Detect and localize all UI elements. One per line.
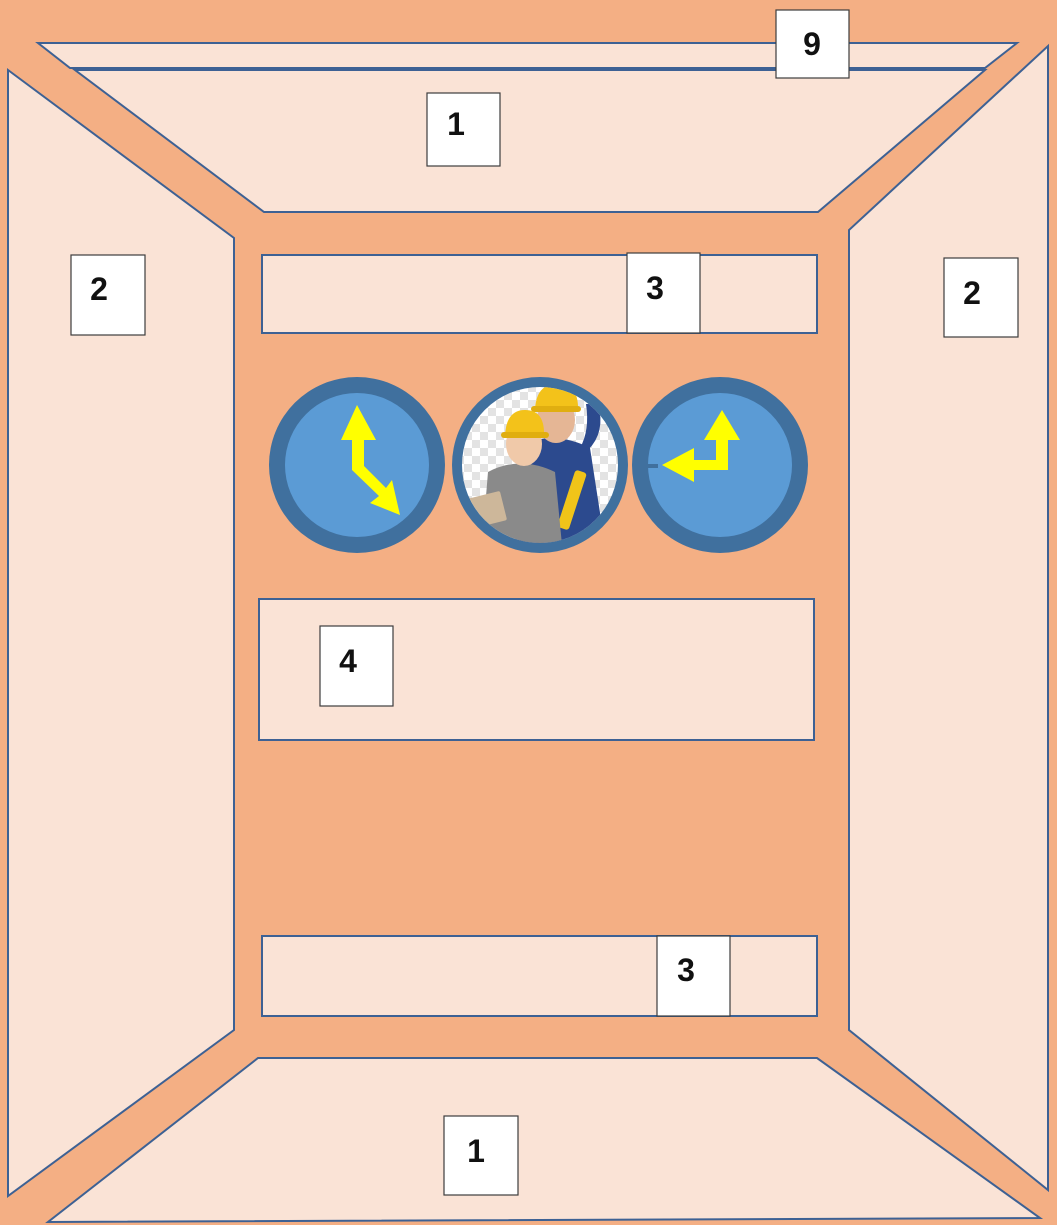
label-upper-strip: 3 xyxy=(627,253,700,333)
label-text: 9 xyxy=(803,26,821,62)
left-panel xyxy=(8,70,234,1196)
label-text: 1 xyxy=(467,1133,485,1169)
label-left-panel: 2 xyxy=(71,255,145,335)
lower-strip xyxy=(262,936,817,1016)
label-text: 2 xyxy=(963,275,981,311)
right-panel xyxy=(849,46,1048,1190)
label-lower-strip: 3 xyxy=(657,936,730,1016)
label-text: 2 xyxy=(90,271,108,307)
label-top-panel: 1 xyxy=(427,93,500,166)
workers-photo xyxy=(452,377,628,553)
label-text: 3 xyxy=(646,270,664,306)
label-text: 4 xyxy=(339,643,357,679)
left-clock-icon xyxy=(269,377,445,553)
label-text: 3 xyxy=(677,952,695,988)
label-right-panel: 2 xyxy=(944,258,1018,337)
label-middle-box: 4 xyxy=(320,626,393,706)
label-text: 1 xyxy=(447,106,465,142)
bottom-panel xyxy=(48,1058,1040,1222)
right-clock-icon xyxy=(632,377,808,553)
label-top-small-panel: 9 xyxy=(776,10,849,78)
label-bottom-panel: 1 xyxy=(444,1116,518,1195)
upper-strip xyxy=(262,255,817,333)
top-panel xyxy=(75,70,985,212)
top-thin-panel xyxy=(38,43,1017,68)
